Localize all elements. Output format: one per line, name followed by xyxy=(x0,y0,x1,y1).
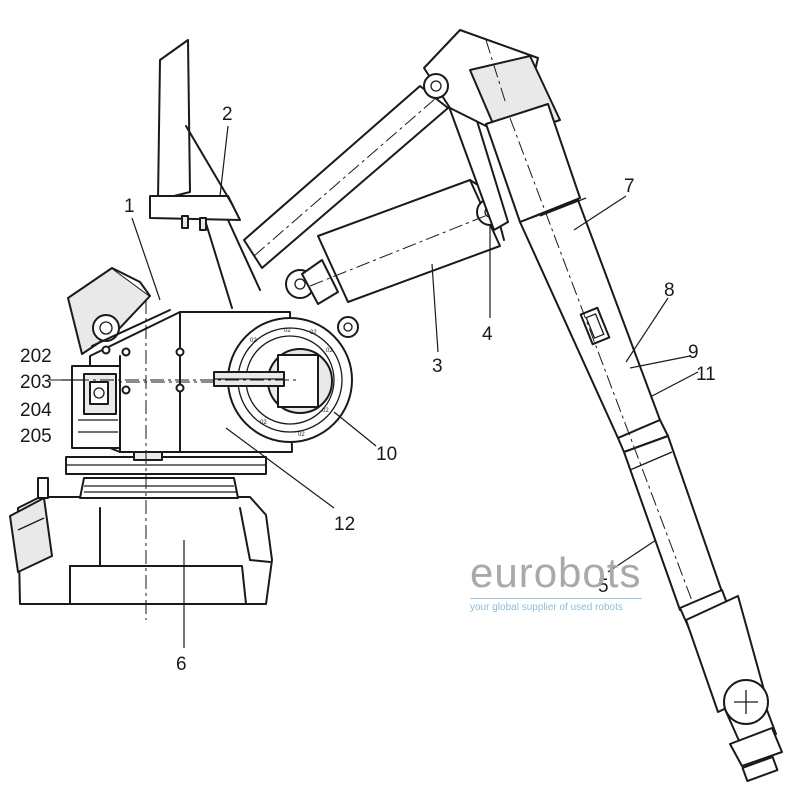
center-lines xyxy=(50,300,300,620)
label-10: 10 xyxy=(376,444,397,465)
axis-bearing-ring xyxy=(213,269,359,443)
side-junction-box xyxy=(71,365,121,449)
label-11: 11 xyxy=(696,364,716,385)
label-8: 8 xyxy=(664,280,675,301)
ring-mark: 02 xyxy=(260,420,267,426)
label-1: 1 xyxy=(124,196,135,217)
turntable-plate xyxy=(65,451,267,475)
ring-mark: 02 xyxy=(298,432,305,438)
label-9: 9 xyxy=(688,342,699,363)
label-205: 205 xyxy=(20,426,52,447)
bearing-ring-marks: 02 02 02 02 02 02 02 xyxy=(250,328,333,438)
ring-mark: 02 xyxy=(322,408,329,414)
axis-motor-upper-left xyxy=(67,267,171,355)
label-6: 6 xyxy=(176,654,187,675)
eurobots-watermark: eurobots your global supplier of used ro… xyxy=(470,550,646,613)
label-204: 204 xyxy=(20,400,52,421)
ring-mark: 02 xyxy=(310,330,317,336)
callout-leaders xyxy=(62,125,699,648)
label-5: 5 xyxy=(598,576,609,597)
watermark-rule xyxy=(470,598,642,599)
wrist-assembly xyxy=(679,589,783,783)
label-2: 2 xyxy=(222,104,233,125)
ring-mark: 02 xyxy=(284,328,291,334)
watermark-tagline: your global supplier of used robots xyxy=(470,602,623,613)
label-4: 4 xyxy=(482,324,493,345)
forearm xyxy=(485,103,753,761)
robot-base xyxy=(9,477,273,605)
label-202: 202 xyxy=(20,346,52,367)
upper-parallel-link xyxy=(243,85,449,269)
label-12: 12 xyxy=(334,514,355,535)
label-7: 7 xyxy=(624,176,635,197)
ring-mark: 02 xyxy=(326,348,333,354)
label-3: 3 xyxy=(432,356,443,377)
callout-labels: 1 2 3 4 5 6 7 8 9 11 10 12 202 203 204 2… xyxy=(20,104,716,675)
watermark-name: eurobots xyxy=(470,549,642,596)
ring-mark: 02 xyxy=(250,338,257,344)
label-203: 203 xyxy=(20,372,52,393)
counterweight-mast xyxy=(149,39,261,309)
